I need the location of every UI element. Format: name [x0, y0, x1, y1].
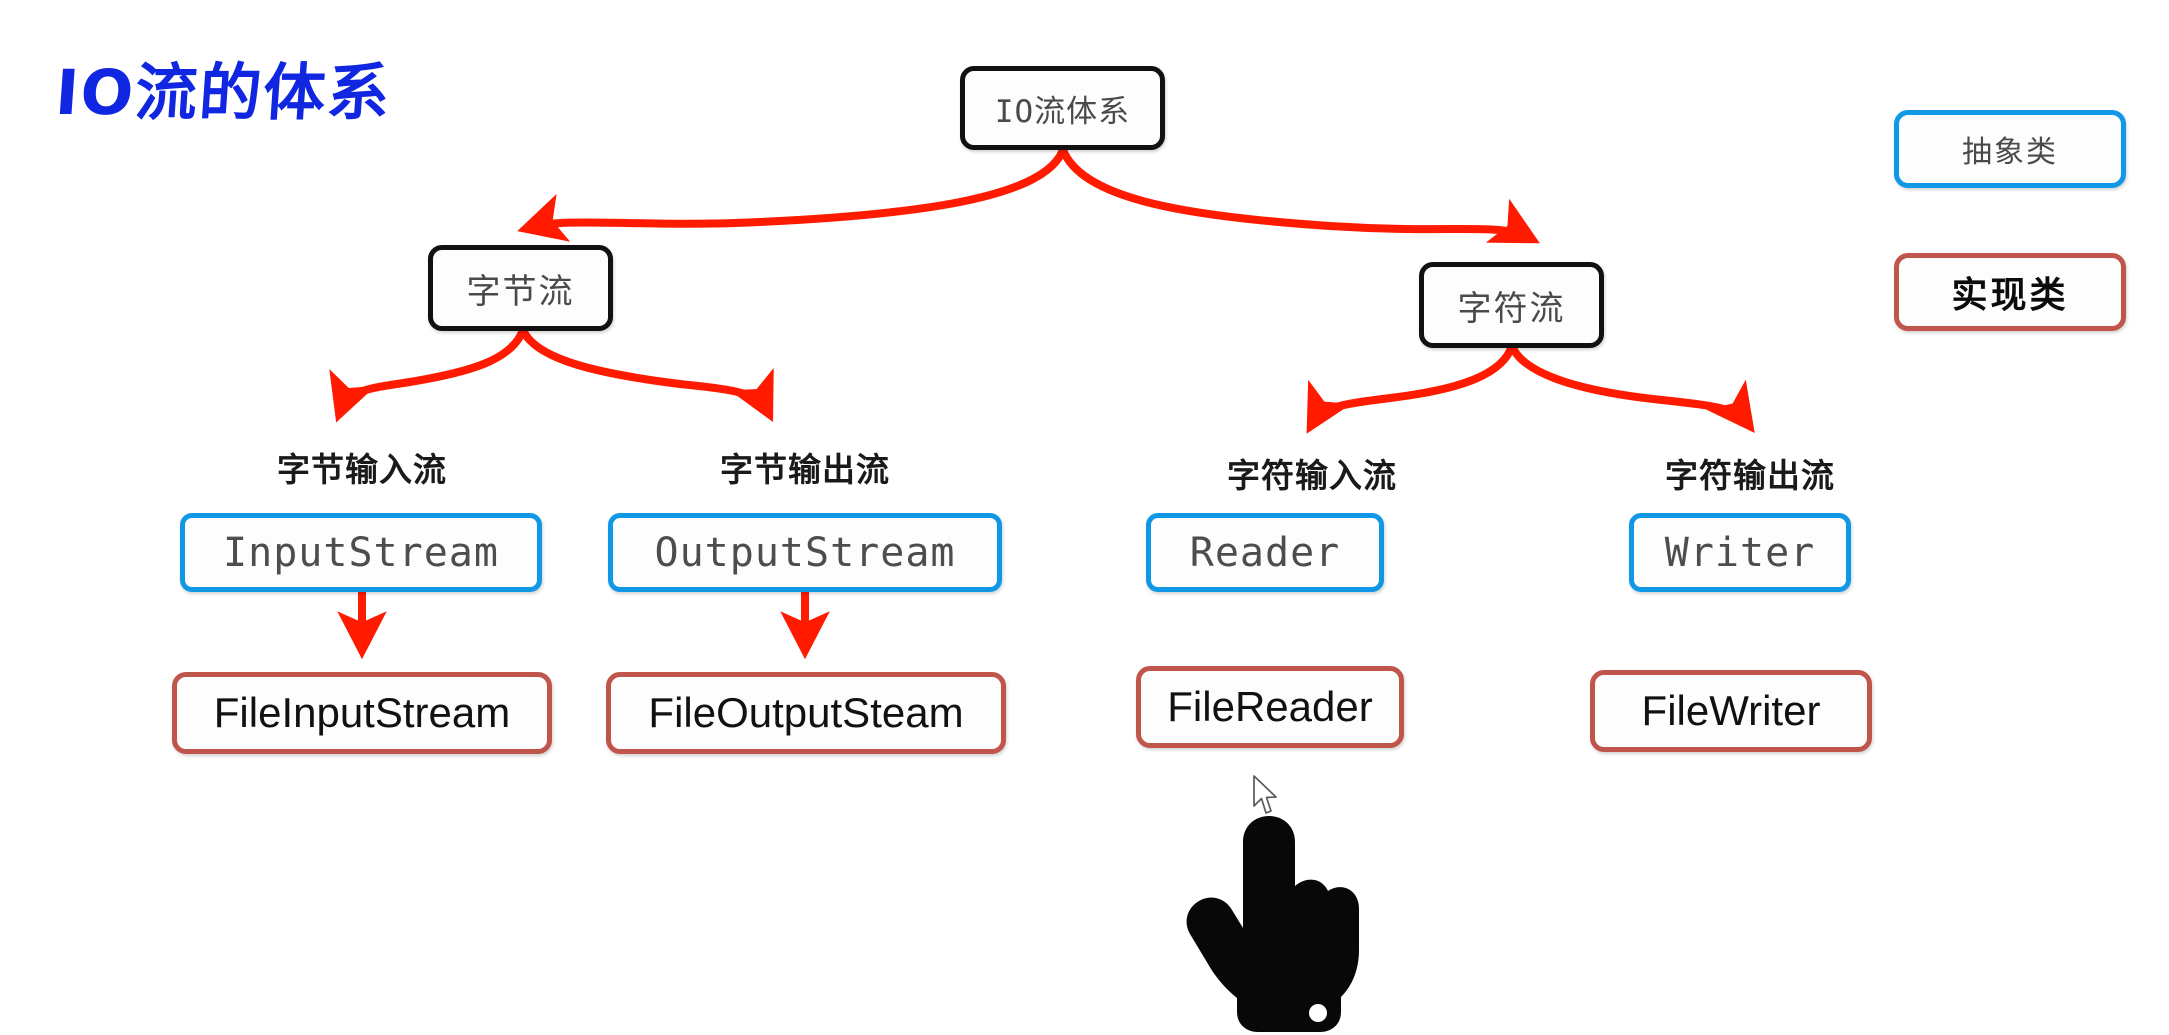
node-filewriter[interactable]: FileWriter [1590, 670, 1872, 752]
edge-byte-to-byte-output [519, 326, 774, 423]
legend-abstract-class[interactable]: 抽象类 [1894, 110, 2126, 188]
node-inputstream[interactable]: InputStream [180, 513, 542, 592]
edge-char-to-char-input [1306, 342, 1516, 434]
edge-byte-to-byte-input [329, 326, 527, 423]
caption-char-output-stream: 字符输出流 [1665, 456, 1835, 495]
node-byte-stream[interactable]: 字节流 [428, 245, 613, 331]
node-fileinputstream[interactable]: FileInputStream [172, 672, 552, 754]
edge-root-to-char-stream [1059, 146, 1540, 244]
node-char-stream[interactable]: 字符流 [1419, 262, 1604, 348]
node-filereader[interactable]: FileReader [1136, 666, 1404, 748]
edge-root-to-byte-stream [517, 146, 1067, 242]
node-writer[interactable]: Writer [1629, 513, 1851, 592]
node-outputstream[interactable]: OutputStream [608, 513, 1002, 592]
node-io-stream-system[interactable]: IO流体系 [960, 66, 1165, 150]
edge-char-to-char-output [1508, 342, 1755, 433]
mouse-arrow-icon [1253, 775, 1277, 814]
caption-byte-input-stream: 字节输入流 [277, 450, 447, 489]
page-title: IO流的体系 [53, 56, 394, 129]
caption-char-input-stream: 字符输入流 [1227, 456, 1397, 495]
node-fileoutputsteam[interactable]: FileOutputSteam [606, 672, 1006, 754]
legend-implementation-class[interactable]: 实现类 [1894, 253, 2126, 331]
hand-pointer-icon [1186, 816, 1359, 1032]
caption-byte-output-stream: 字节输出流 [720, 450, 890, 489]
node-reader[interactable]: Reader [1146, 513, 1384, 592]
